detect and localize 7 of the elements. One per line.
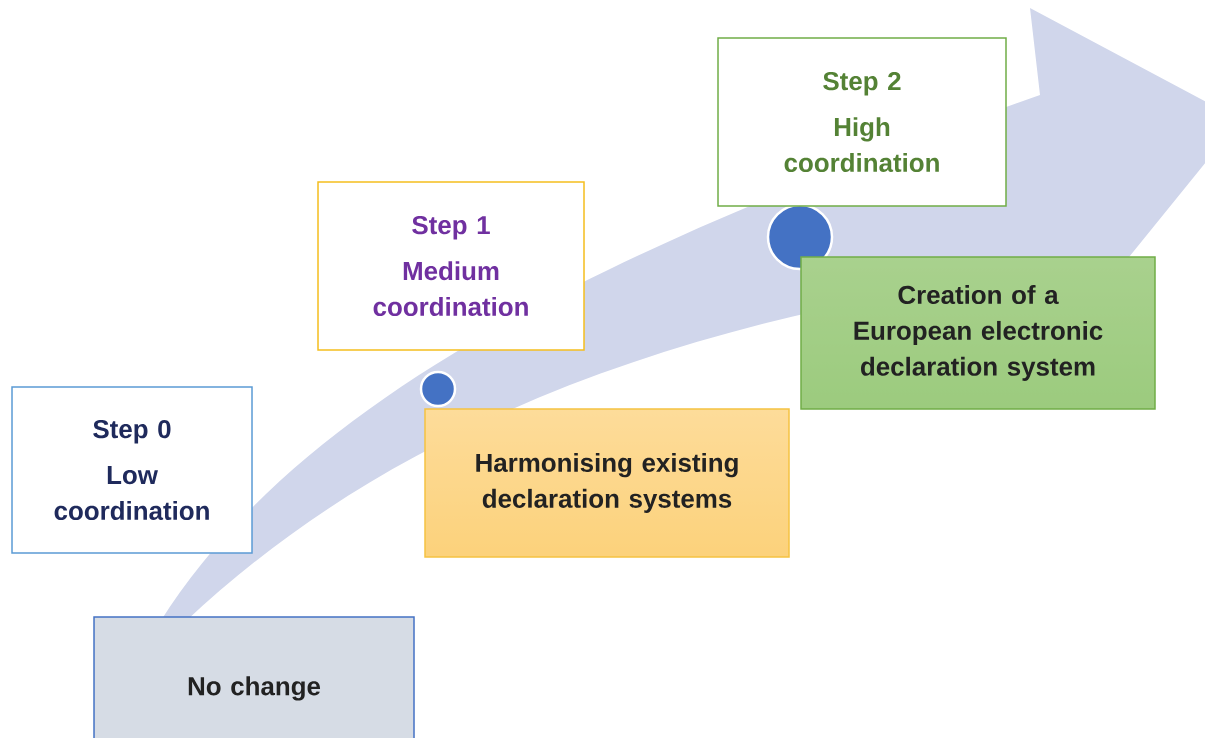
outcome-box: Harmonising existing declaration systems xyxy=(424,408,790,558)
milestone-dot xyxy=(419,370,457,408)
step-box: Step 2 High coordination xyxy=(717,37,1007,207)
step-box: Step 0 Low coordination xyxy=(11,386,253,554)
outcome-box: Creation of a European electronic declaration system xyxy=(800,256,1156,410)
outcome-box: No change xyxy=(93,616,415,738)
step-box: Step 1 Medium coordination xyxy=(317,181,585,351)
